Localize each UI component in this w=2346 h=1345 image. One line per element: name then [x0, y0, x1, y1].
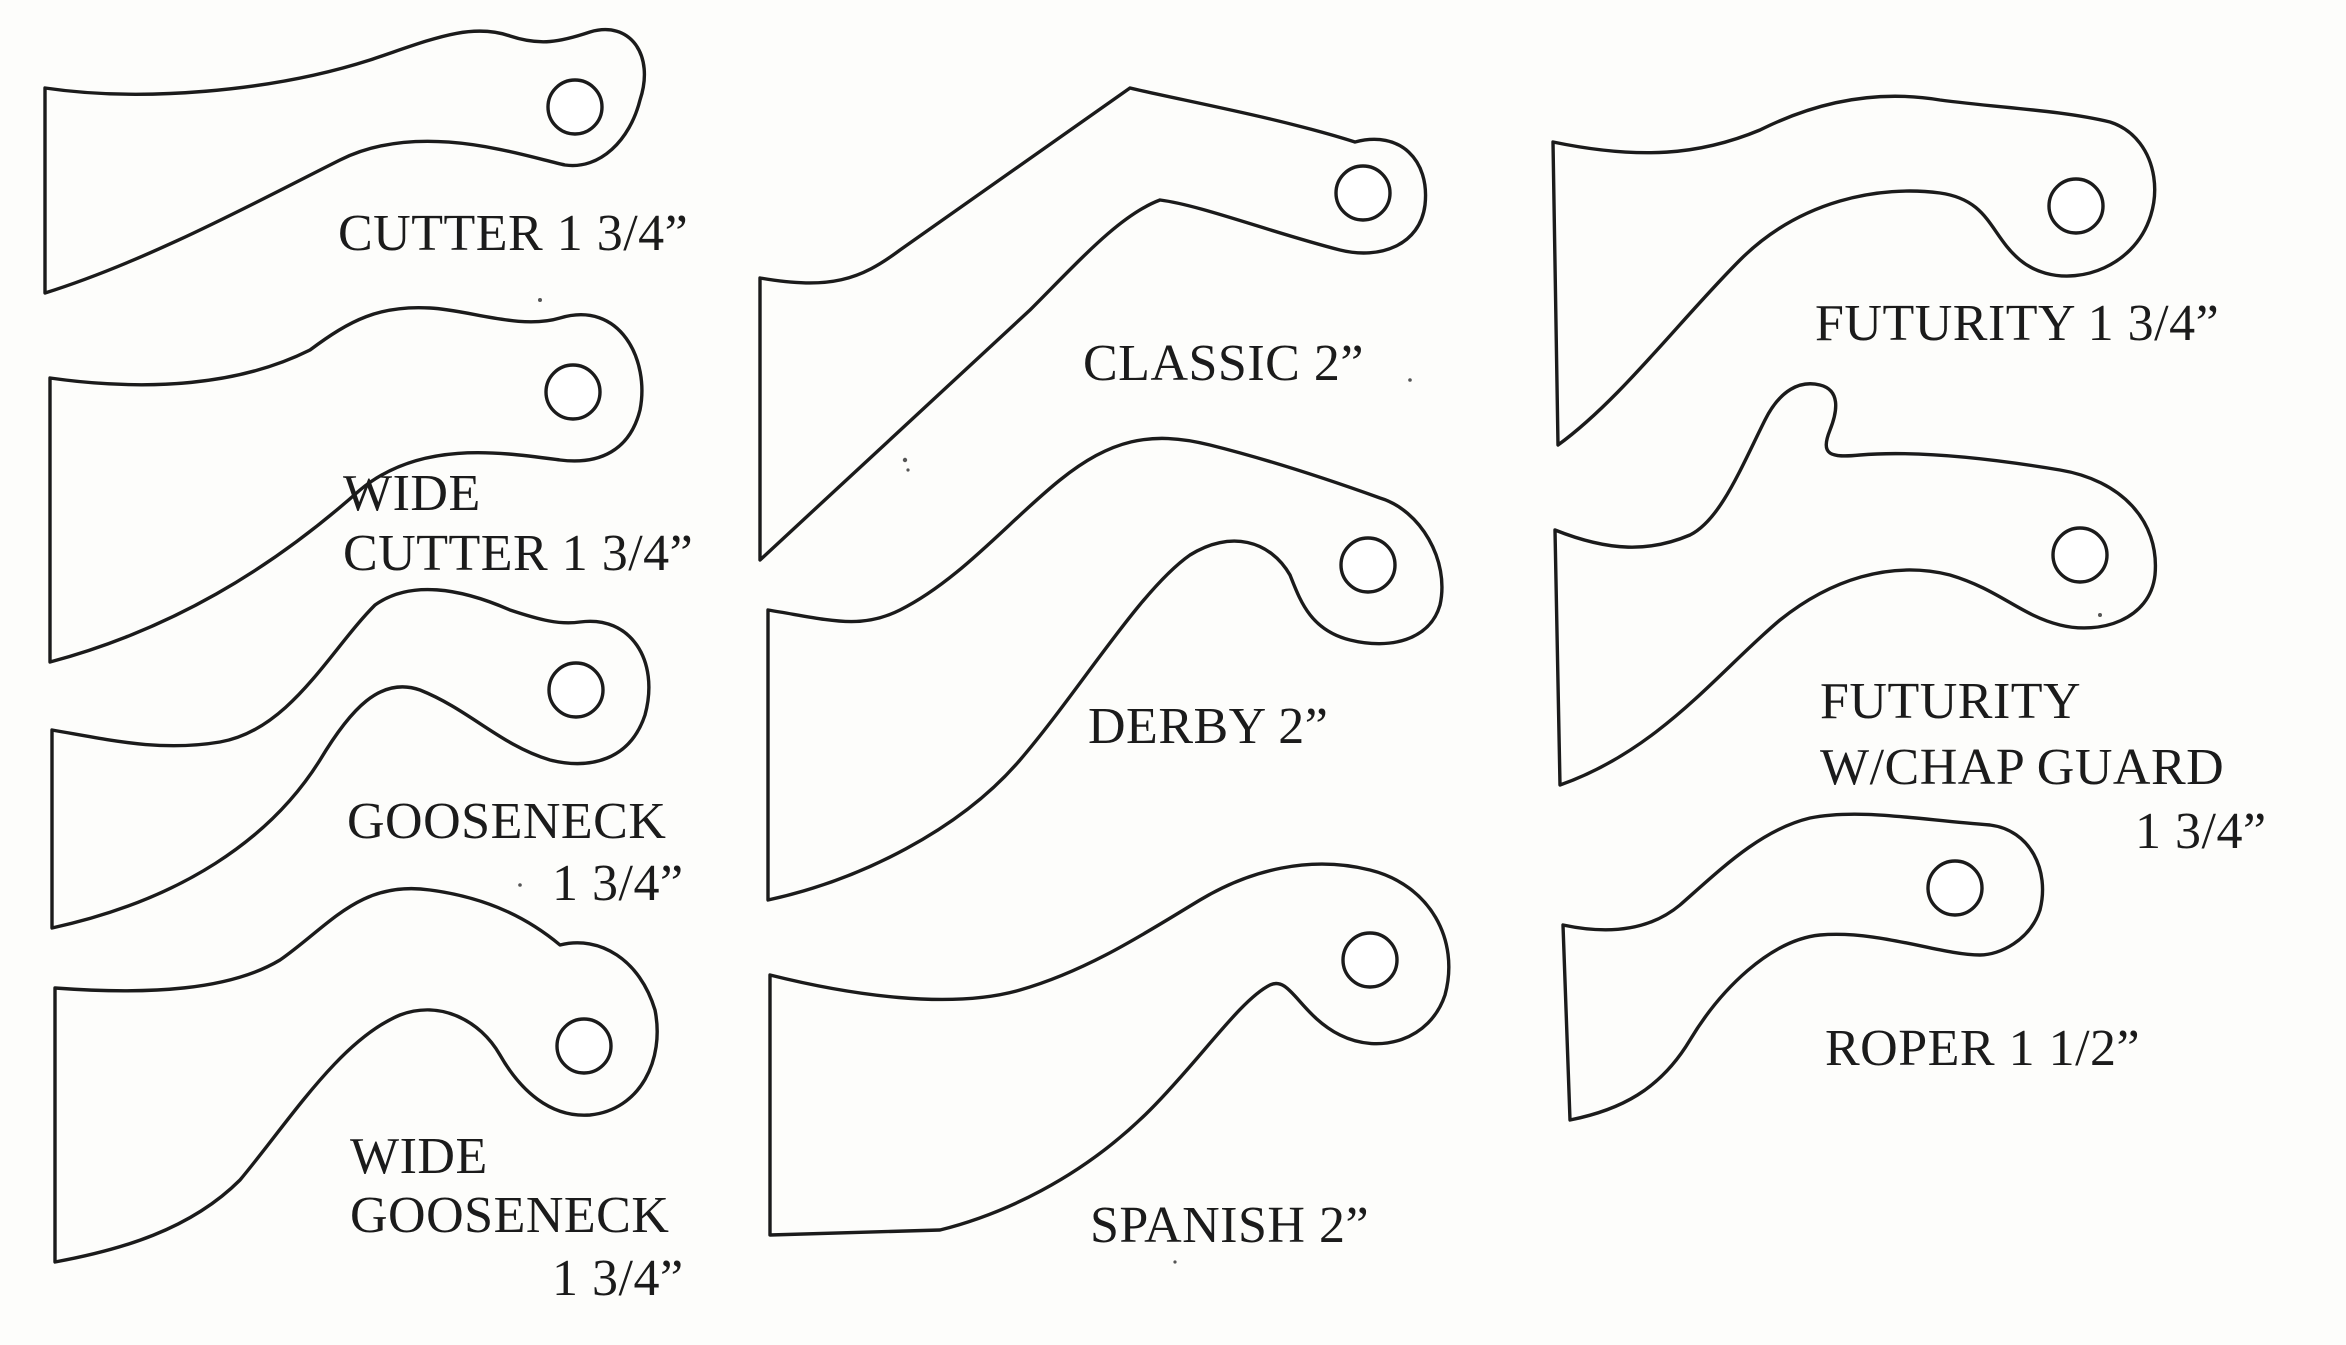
derby-hole	[1339, 536, 1397, 594]
wide-cutter-outline	[48, 305, 644, 664]
template-futurity: FUTURITY 1 3/4”	[1551, 94, 2219, 447]
wide-cutter-label-line-1: WIDE	[343, 465, 481, 522]
gooseneck-hole	[547, 661, 605, 719]
wide-cutter-label-line-2: CUTTER 1 3/4”	[343, 525, 693, 582]
template-wide-gooseneck: WIDE GOOSENECK 1 3/4”	[53, 886, 684, 1307]
template-gooseneck: GOOSENECK 1 3/4”	[50, 587, 684, 930]
gooseneck-label-line-2: 1 3/4”	[552, 855, 684, 912]
wide-cutter-hole	[544, 363, 602, 421]
template-derby: DERBY 2”	[766, 436, 1444, 902]
template-cutter: CUTTER 1 3/4”	[43, 28, 688, 295]
futurity-chap-guard-hole	[2051, 526, 2109, 584]
derby-label-line-1: DERBY 2”	[1088, 698, 1328, 755]
futurity-hole	[2047, 177, 2105, 235]
roper-hole	[1926, 859, 1984, 917]
wide-gooseneck-label-line-1: WIDE	[350, 1128, 488, 1185]
gooseneck-outline	[50, 587, 651, 930]
classic-label-line-1: CLASSIC 2”	[1083, 335, 1364, 392]
template-futurity-chap-guard: FUTURITY W/CHAP GUARD 1 3/4”	[1553, 382, 2267, 860]
classic-hole	[1334, 164, 1392, 222]
spanish-label-line-1: SPANISH 2”	[1090, 1197, 1369, 1254]
wide-gooseneck-label-line-2: GOOSENECK	[350, 1187, 669, 1244]
classic-outline	[758, 86, 1428, 562]
futurity-label-line-1: FUTURITY 1 3/4”	[1815, 295, 2219, 352]
spanish-outline	[768, 862, 1451, 1237]
roper-label-line-1: ROPER 1 1/2”	[1825, 1020, 2140, 1077]
spanish-hole	[1341, 931, 1399, 989]
cutter-hole	[546, 78, 604, 136]
template-wide-cutter: WIDE CUTTER 1 3/4”	[48, 305, 693, 664]
template-classic: CLASSIC 2”	[758, 86, 1428, 562]
wide-gooseneck-label-line-3: 1 3/4”	[552, 1250, 684, 1307]
gooseneck-label-line-1: GOOSENECK	[347, 793, 666, 850]
cutter-outline	[43, 28, 646, 295]
futurity-chap-guard-label-line-2: W/CHAP GUARD	[1820, 739, 2224, 796]
template-roper: ROPER 1 1/2”	[1561, 812, 2140, 1122]
cutter-label-line-1: CUTTER 1 3/4”	[338, 205, 688, 262]
wide-gooseneck-outline	[53, 886, 659, 1264]
derby-outline	[766, 436, 1444, 902]
scan-specks	[518, 298, 2102, 1264]
futurity-chap-guard-label-line-3: 1 3/4”	[2135, 803, 2267, 860]
futurity-chap-guard-label-line-1: FUTURITY	[1820, 673, 2081, 730]
template-spanish: SPANISH 2”	[768, 862, 1451, 1254]
futurity-outline	[1551, 94, 2157, 447]
futurity-chap-guard-outline	[1553, 382, 2158, 787]
wide-gooseneck-hole	[555, 1017, 613, 1075]
roper-outline	[1561, 812, 2045, 1122]
